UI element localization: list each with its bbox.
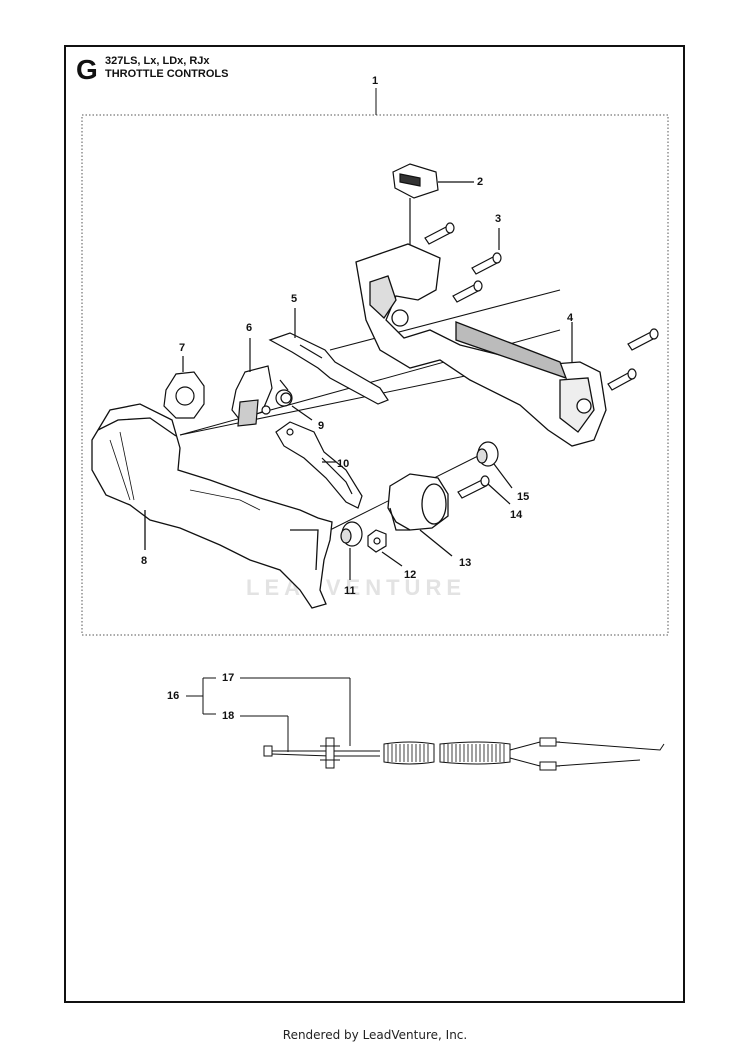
callout-12: 12 — [404, 569, 417, 581]
callout-17: 17 — [222, 672, 235, 684]
callout-7: 7 — [179, 342, 186, 354]
part-7-nut — [163, 356, 205, 419]
part-5-throttle-lockout — [268, 308, 389, 405]
model-list: 327LS, Lx, LDx, RJx — [105, 55, 210, 67]
part-10-throttle-trigger — [275, 421, 363, 509]
callout-4: 4 — [567, 312, 574, 324]
part-8-handle-housing — [91, 403, 333, 609]
part-13-handle-clamp — [387, 473, 453, 557]
callout-15: 15 — [517, 491, 530, 503]
part-9-spring — [275, 379, 313, 421]
callout-10: 10 — [337, 458, 350, 470]
part-6-throttle-lever-plate — [231, 338, 273, 427]
footer-credit: Rendered by LeadVenture, Inc. — [282, 1028, 468, 1042]
section-letter: G — [76, 54, 98, 85]
part-4-handle-housing — [355, 243, 607, 447]
callout-9: 9 — [318, 420, 325, 432]
callout-2: 2 — [477, 176, 484, 188]
callout-6: 6 — [246, 322, 253, 334]
callout-11: 11 — [344, 585, 356, 597]
part-3-screws — [424, 222, 502, 303]
callout-5: 5 — [291, 293, 298, 305]
callout-1: 1 — [372, 75, 379, 87]
part-12-nut — [367, 529, 403, 567]
callout-14: 14 — [510, 509, 523, 521]
callout-3: 3 — [495, 213, 502, 225]
part-2-stop-switch — [392, 163, 474, 250]
callout-13: 13 — [459, 557, 472, 569]
part-15-bushing — [476, 441, 513, 489]
part-14-bolt — [457, 475, 511, 505]
diagram-frame — [64, 45, 685, 1003]
callout-16: 16 — [167, 690, 180, 702]
callout-8: 8 — [141, 555, 148, 567]
callout-18: 18 — [222, 710, 235, 722]
part-11-bushing — [340, 521, 363, 580]
watermark-logo: LEADVENTURE — [246, 575, 467, 600]
part-4-screws — [571, 322, 659, 391]
diagram-title: THROTTLE CONTROLS — [105, 68, 229, 80]
part-16-cable-assembly — [186, 677, 665, 771]
